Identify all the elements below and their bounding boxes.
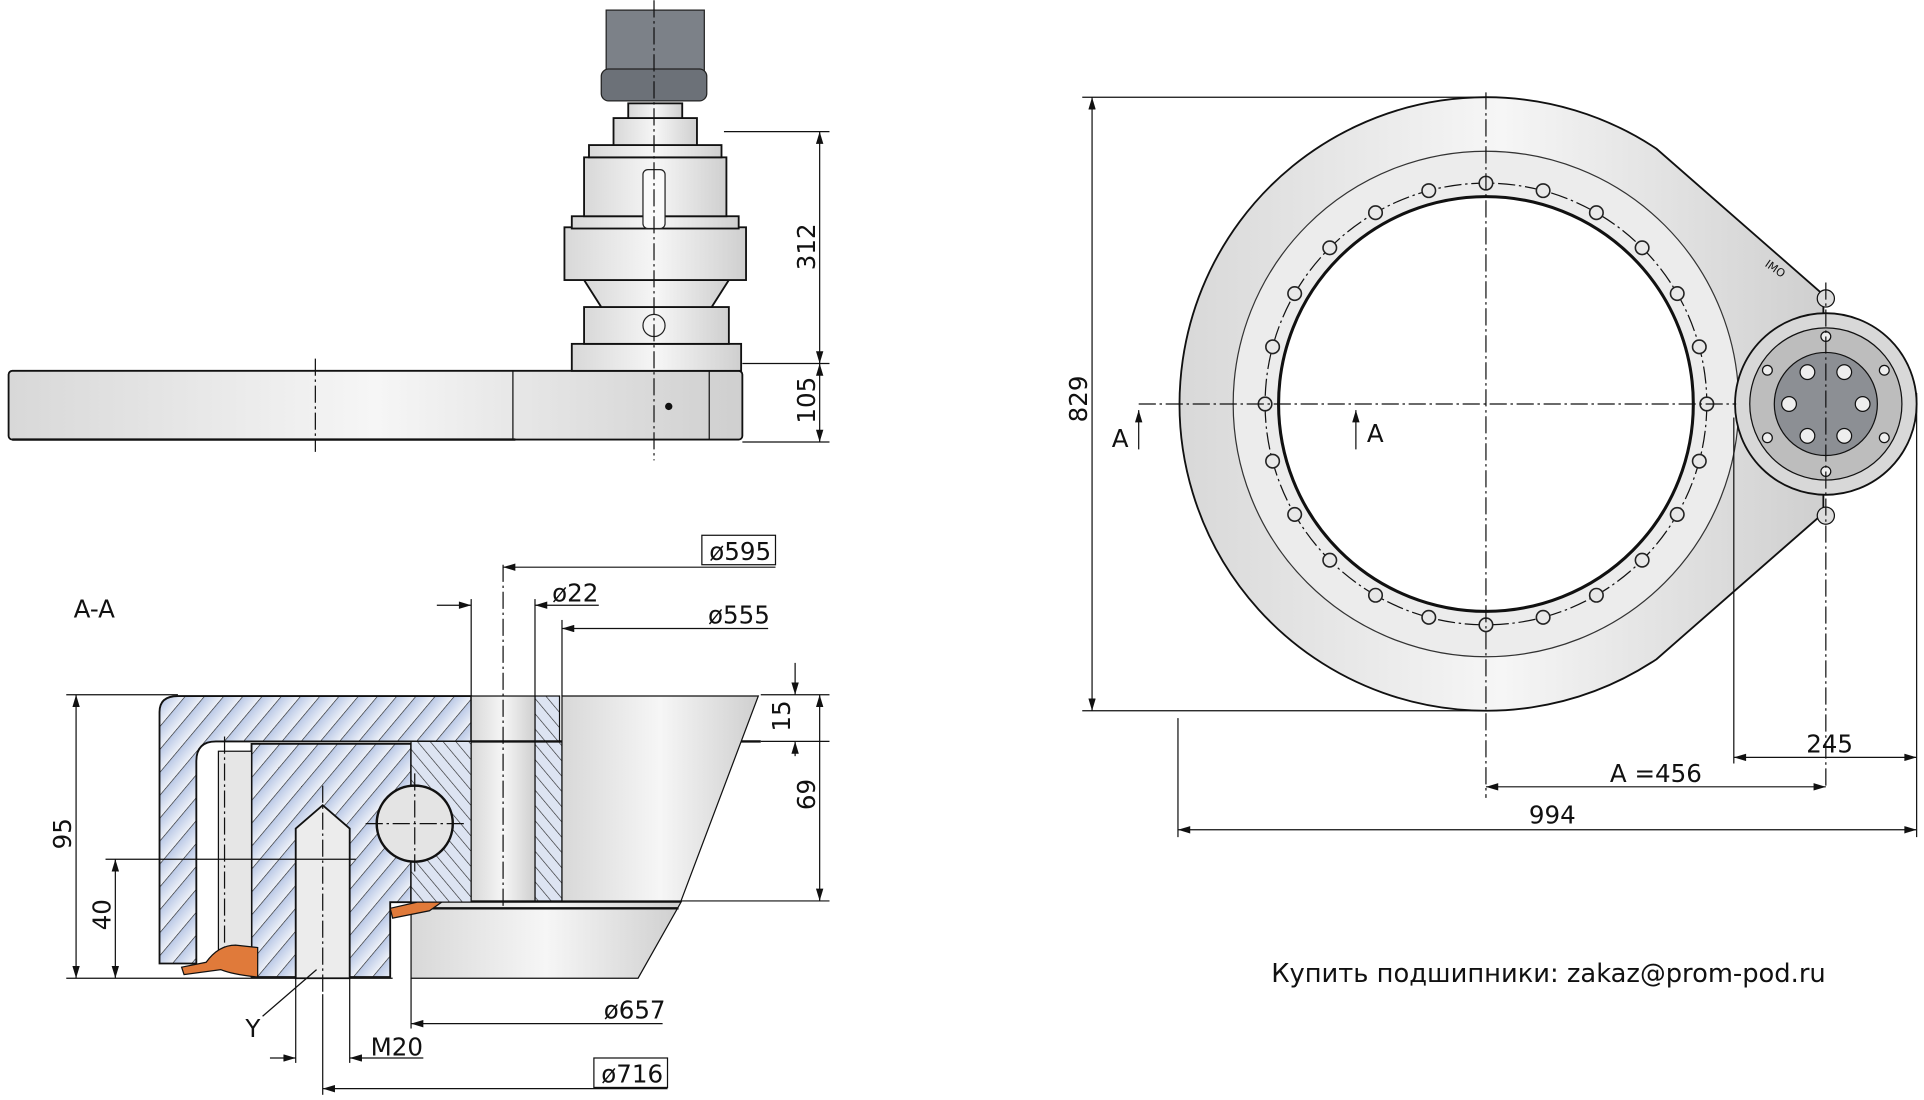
section-mark-right: A: [1367, 419, 1384, 448]
dim-d595: ø595: [709, 537, 771, 566]
drive-bolt: [1761, 364, 1773, 376]
bolt-hole: [1421, 183, 1437, 199]
dim-69: 69: [792, 779, 821, 810]
section-title: A-A: [74, 594, 116, 623]
drive-bolt: [1878, 364, 1890, 376]
dim-d555: ø555: [708, 601, 770, 630]
plan-view: IMO A A 829 245 A =456 994: [1064, 92, 1918, 838]
section-mark-left: A: [1112, 424, 1129, 453]
bolt-hole: [1588, 205, 1604, 221]
bolt-hole: [1421, 609, 1437, 625]
bolt-hole: [1265, 339, 1281, 355]
dim-245: 245: [1806, 729, 1853, 758]
bolt-hole: [1287, 286, 1303, 302]
bolt-hole: [1634, 552, 1650, 568]
dim-motor-height: 312: [792, 223, 821, 270]
bolt-hole: [1287, 506, 1303, 522]
bolt-hole: [1691, 453, 1707, 469]
drive-bolt: [1878, 432, 1890, 444]
dim-15: 15: [767, 700, 796, 731]
bolt-hole: [1691, 339, 1707, 355]
drive-bolt: [1799, 364, 1816, 381]
label-y: Y: [244, 1014, 261, 1043]
dim-plate-height: 105: [792, 377, 821, 424]
side-elevation-view: 312 105: [7, 0, 830, 461]
bolt-hole: [1367, 587, 1384, 603]
drive-bolt: [1836, 427, 1853, 444]
contact-text: Купить подшипники: zakaz@prom-pod.ru: [1271, 959, 1826, 989]
bolt-hole: [1669, 506, 1685, 522]
drive-bolt: [1761, 432, 1773, 444]
bolt-hole: [1367, 205, 1384, 221]
bolt-hole: [1535, 609, 1551, 625]
bolt-hole: [1588, 587, 1604, 603]
bolt-hole: [1634, 240, 1650, 256]
drive-bolt: [1799, 427, 1816, 444]
dim-a-456: A =456: [1610, 759, 1702, 788]
bolt-hole: [1322, 240, 1338, 256]
drive-bolt: [1836, 364, 1853, 381]
bolt-hole: [1669, 286, 1685, 302]
bolt-hole: [1322, 552, 1338, 568]
section-a-a-view: A-A ø595 ø22 ø555 15 69 95 40 Y M20: [48, 534, 830, 1095]
bolt-hole: [1535, 183, 1551, 199]
dim-829: 829: [1064, 376, 1093, 423]
dim-m20: M20: [371, 1033, 423, 1062]
drive-bolt: [1781, 396, 1798, 412]
dim-40: 40: [87, 899, 116, 930]
dim-d716: ø716: [601, 1060, 663, 1089]
bolt-hole: [1265, 453, 1281, 469]
dim-d22: ø22: [552, 579, 598, 608]
dim-994: 994: [1529, 801, 1576, 830]
drive-bolt: [1854, 396, 1871, 412]
dim-95: 95: [48, 818, 77, 849]
dim-d657: ø657: [604, 996, 666, 1025]
